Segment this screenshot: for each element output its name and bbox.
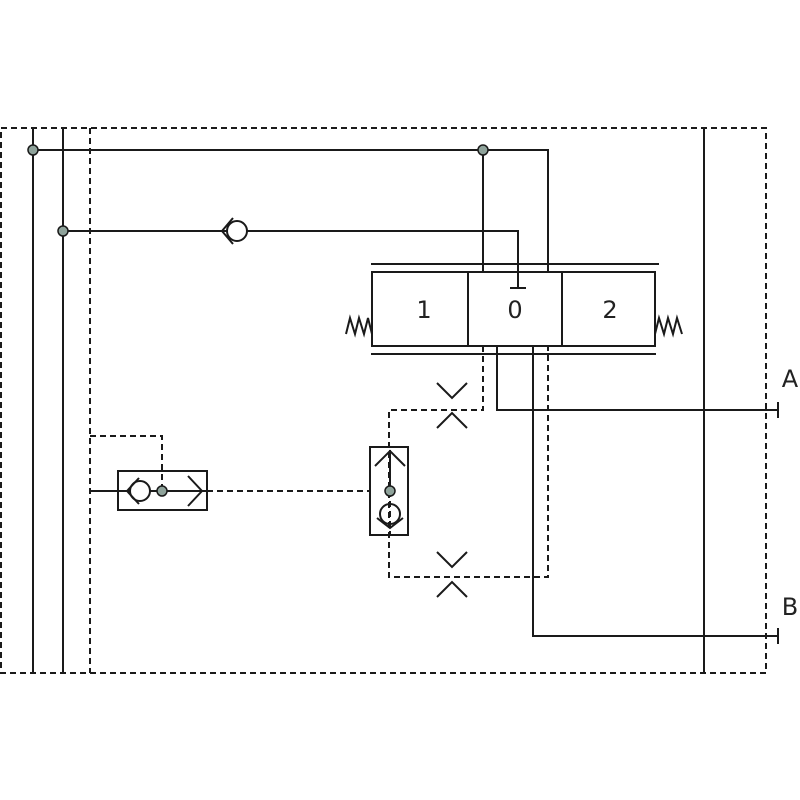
pilot-connector: [90, 435, 163, 491]
spring-right-icon: [654, 314, 683, 338]
check-valve-icon: [220, 217, 248, 245]
junction-dot: [57, 225, 69, 237]
port-b-label: B: [782, 593, 798, 621]
pressure-branch: [33, 149, 549, 272]
orifice-upper-icon: [436, 382, 468, 429]
shuttle-valve-vertical: [369, 446, 409, 536]
port-b-line: [532, 346, 778, 637]
enclosure-boundary: [0, 127, 767, 674]
valve-position-1: 1: [416, 296, 431, 324]
valve-position-2: 2: [602, 296, 617, 324]
junction-dot: [27, 144, 39, 156]
pilot-loop: [388, 346, 549, 578]
spring-left-icon: [345, 314, 373, 338]
valve-position-0: 0: [507, 296, 522, 324]
shuttle-valve-horizontal: [117, 470, 208, 511]
orifice-lower-icon: [436, 551, 468, 598]
directional-valve: 1 0 2: [345, 263, 683, 355]
junction-dot: [477, 144, 489, 156]
tank-branch: [63, 230, 519, 288]
port-a-line: [496, 346, 778, 411]
port-a-label: A: [782, 365, 799, 393]
